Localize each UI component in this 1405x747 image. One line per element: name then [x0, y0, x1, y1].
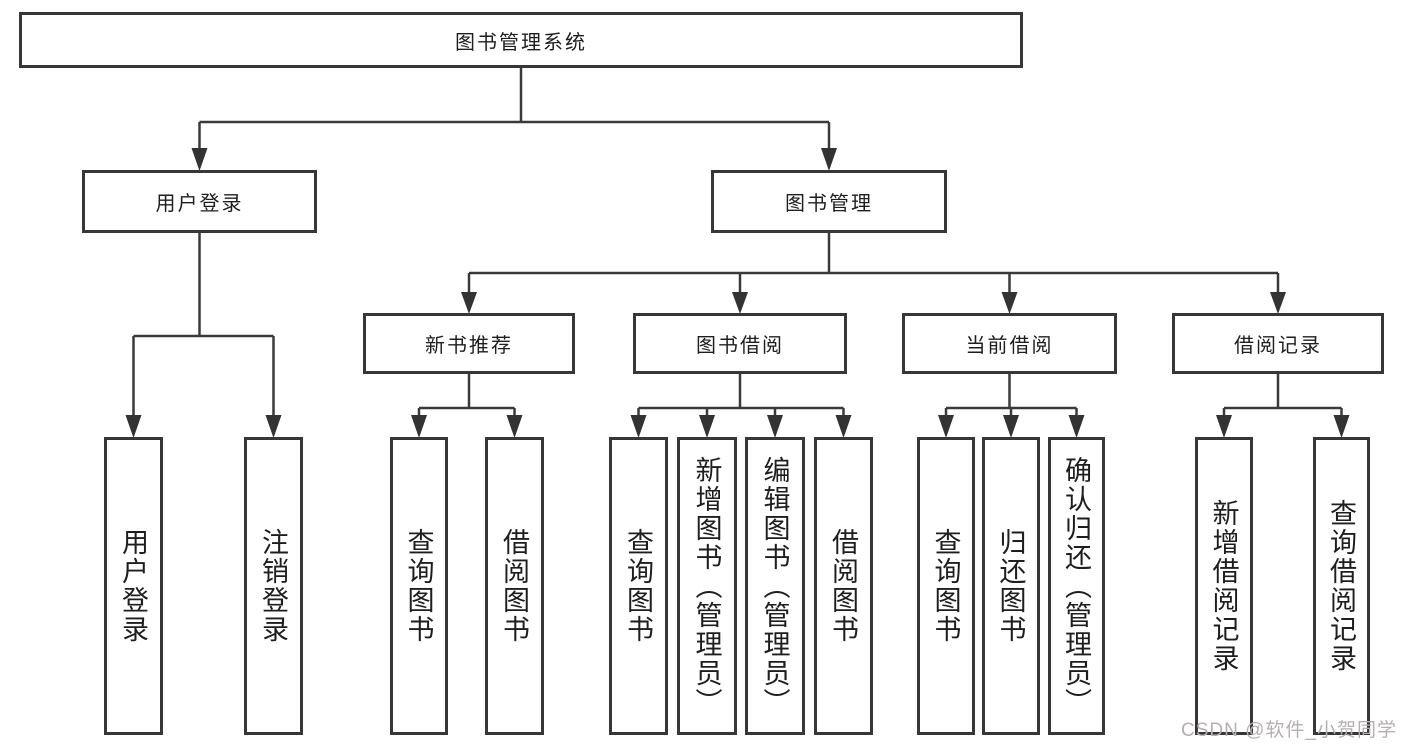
leaf-label: 查询借阅记录	[1326, 499, 1356, 673]
leaf-label: 编辑图书（管理员）	[759, 455, 790, 717]
watermark: CSDN @软件_小贺同学	[1181, 720, 1397, 741]
leaf-label: 借阅图书	[828, 528, 858, 644]
leaf-add-borrow-record: 新增借阅记录	[1195, 437, 1253, 735]
node-label: 当前借阅	[965, 335, 1054, 357]
leaf-label: 确认归还（管理员）	[1061, 455, 1091, 717]
leaf-label: 归还图书	[995, 528, 1026, 644]
node-borrowing-records: 借阅记录	[1172, 313, 1384, 374]
leaf-label: 注销登录	[258, 528, 288, 644]
leaf-label: 借阅图书	[499, 528, 529, 644]
node-book-management: 图书管理	[711, 170, 947, 233]
leaf-label: 查询图书	[623, 528, 653, 644]
leaf-borrow-books: 借阅图书	[814, 437, 873, 735]
leaf-label: 查询图书	[403, 528, 434, 644]
node-label: 新书推荐	[425, 335, 513, 357]
node-current-borrowing: 当前借阅	[902, 313, 1117, 374]
node-label: 图书借阅	[696, 335, 784, 357]
leaf-label: 查询图书	[930, 528, 961, 644]
leaf-edit-books-admin: 编辑图书（管理员）	[745, 437, 805, 735]
node-book-borrowing: 图书借阅	[633, 313, 847, 374]
leaf-query-books-recommend: 查询图书	[390, 437, 448, 735]
leaf-label: 用户登录	[118, 528, 148, 644]
node-new-book-recommendation: 新书推荐	[363, 313, 575, 374]
leaf-query-borrow-record: 查询借阅记录	[1313, 437, 1370, 735]
leaf-user-login: 用户登录	[104, 437, 163, 735]
node-root: 图书管理系统	[19, 12, 1023, 68]
leaf-label: 新增借阅记录	[1208, 499, 1239, 673]
node-root-label: 图书管理系统	[455, 31, 587, 54]
leaf-query-books-borrowing: 查询图书	[609, 437, 668, 735]
node-label: 借阅记录	[1234, 335, 1322, 357]
leaf-logout: 注销登录	[244, 437, 303, 735]
leaf-confirm-return-admin: 确认归还（管理员）	[1048, 437, 1105, 735]
node-label: 图书管理	[785, 193, 873, 215]
node-label: 用户登录	[155, 193, 244, 215]
leaf-borrow-books-recommend: 借阅图书	[485, 437, 544, 735]
leaf-add-books-admin: 新增图书（管理员）	[677, 437, 737, 735]
leaf-query-books-current: 查询图书	[917, 437, 975, 735]
node-user-login: 用户登录	[82, 170, 317, 233]
leaf-label: 新增图书（管理员）	[691, 455, 722, 717]
leaf-return-books: 归还图书	[982, 437, 1040, 735]
